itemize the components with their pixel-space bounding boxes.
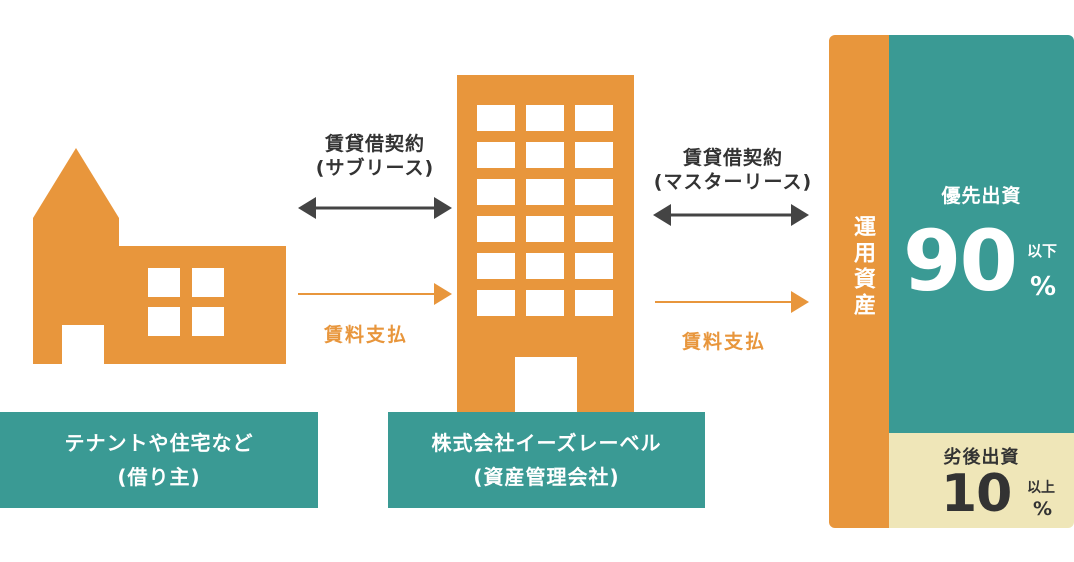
- building-window: [477, 216, 515, 242]
- junior-investment-qualifier: 以上: [1027, 480, 1055, 496]
- rent-payment-arrow-right: [655, 291, 809, 313]
- managed-assets-label: 運用資産: [850, 215, 875, 319]
- building-window: [526, 105, 564, 131]
- building-window: [575, 290, 613, 316]
- managed-assets-column: 運用資産: [829, 35, 895, 528]
- rent-payment-label-right: 賃料支払: [682, 331, 767, 353]
- building-window: [477, 253, 515, 279]
- building-window: [575, 253, 613, 279]
- building-window: [575, 142, 613, 168]
- office-building-icon: [457, 75, 634, 412]
- building-window: [575, 216, 613, 242]
- building-window: [575, 179, 613, 205]
- building-door: [515, 357, 577, 412]
- sublease-contract-label: 賃貸借契約 (サブリース): [290, 132, 460, 180]
- building-window: [477, 290, 515, 316]
- company-label-line2: (資産管理会社): [473, 465, 620, 489]
- building-window: [526, 216, 564, 242]
- tenant-label-line1: テナントや住宅など: [64, 431, 254, 455]
- building-window: [526, 142, 564, 168]
- building-window: [477, 179, 515, 205]
- master-lease-contract-title: 賃貸借契約: [682, 147, 783, 169]
- junior-investment-title: 劣後出資: [943, 447, 1020, 468]
- rent-payment-arrow-left: [298, 283, 452, 305]
- senior-investment-qualifier: 以下: [1027, 242, 1058, 260]
- junior-investment-panel: 劣後出資 10 以上 %: [889, 433, 1074, 528]
- senior-investment-value: 90: [903, 212, 1018, 310]
- junior-investment-value: 10: [941, 464, 1012, 524]
- junior-investment-unit: %: [1033, 498, 1053, 520]
- company-label-line1: 株式会社イーズレーベル: [431, 431, 662, 455]
- building-window: [526, 290, 564, 316]
- senior-investment-panel: 優先出資 90 以下 %: [889, 35, 1074, 433]
- building-window: [477, 142, 515, 168]
- sublease-contract-title: 賃貸借契約: [324, 133, 425, 155]
- sublease-contract-type: (サブリース): [315, 157, 435, 179]
- building-window: [526, 253, 564, 279]
- master-lease-contract-label: 賃貸借契約 (マスターリース): [638, 146, 828, 194]
- master-lease-double-arrow: [653, 204, 809, 226]
- senior-investment-unit: %: [1030, 272, 1057, 302]
- senior-investment-title: 優先出資: [941, 185, 1022, 207]
- master-lease-contract-type: (マスターリース): [653, 171, 813, 193]
- sublease-double-arrow: [298, 197, 452, 219]
- building-window: [477, 105, 515, 131]
- building-window: [526, 179, 564, 205]
- company-label: 株式会社イーズレーベル (資産管理会社): [388, 412, 705, 508]
- rent-payment-label-left: 賃料支払: [324, 324, 409, 346]
- tenant-label: テナントや住宅など (借り主): [0, 412, 318, 508]
- building-window: [575, 105, 613, 131]
- tenant-label-line2: (借り主): [117, 465, 201, 489]
